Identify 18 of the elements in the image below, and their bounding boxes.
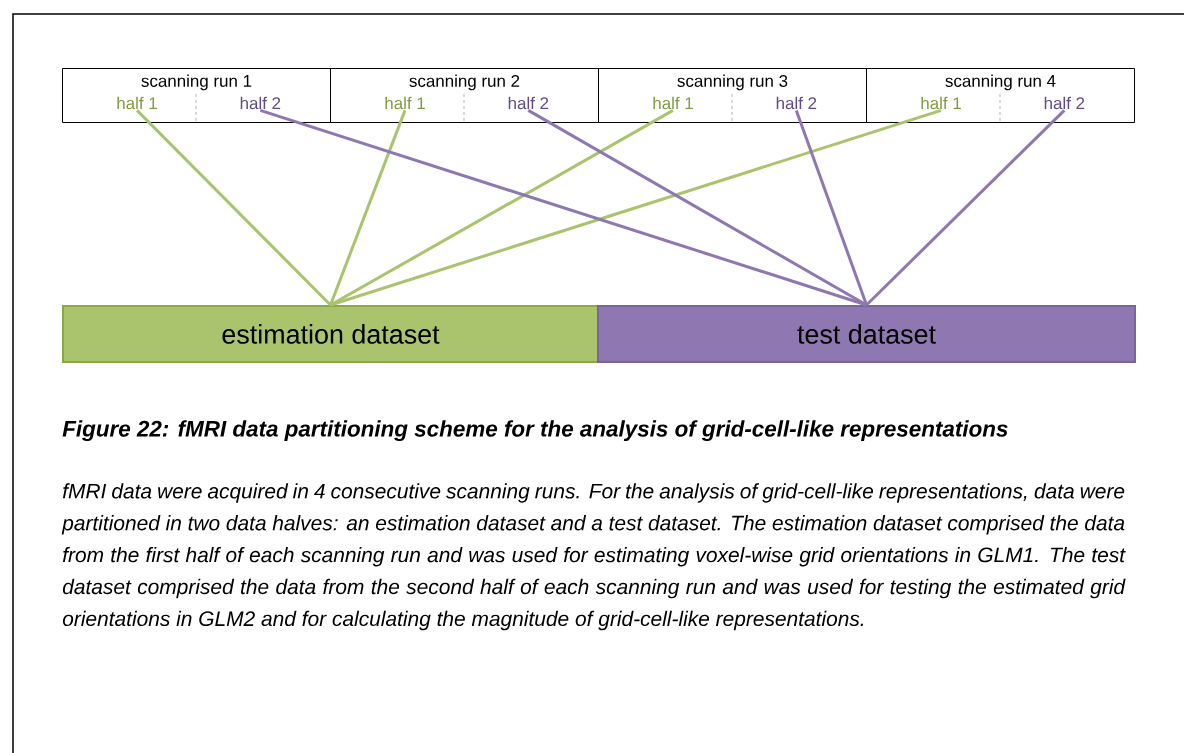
half-label: half 1 xyxy=(117,96,157,110)
connector-line xyxy=(794,109,868,306)
dataset-box: estimation dataset xyxy=(62,305,599,363)
connector-line xyxy=(135,109,332,307)
connector-line xyxy=(329,109,407,306)
half-label: half 1 xyxy=(653,96,693,110)
figure-title: Figure 22: fMRI data partitioning scheme for the analysis of grid-cell-like representations xyxy=(62,420,1008,442)
half-label: half 2 xyxy=(1044,96,1085,110)
connector-line xyxy=(259,109,867,307)
half-label: half 1 xyxy=(921,96,961,110)
half-label: half 1 xyxy=(385,96,425,110)
half-label: half 2 xyxy=(776,96,817,110)
connector-line xyxy=(330,109,942,307)
connector-line xyxy=(865,109,1066,307)
dataset-box: test dataset xyxy=(597,305,1136,363)
half-label: half 2 xyxy=(508,96,549,110)
figure-caption: fMRI data were acquired in 4 consecutive scanning runs. For the analysis of grid-cell-like representations, data were partitioned in two data halves: an estimation dataset and a test dataset. The estimation dataset comprised the data from the first half of each scanning run and was used for estimating voxel-wise grid orientations in GLM1. The test dataset comprised the data from the second half of each scanning run and was used for testing the estimated grid orientations in GLM2 and for calculating the magnitude of grid-cell-like representations. xyxy=(61,483,1126,631)
half-label: half 2 xyxy=(240,96,281,110)
